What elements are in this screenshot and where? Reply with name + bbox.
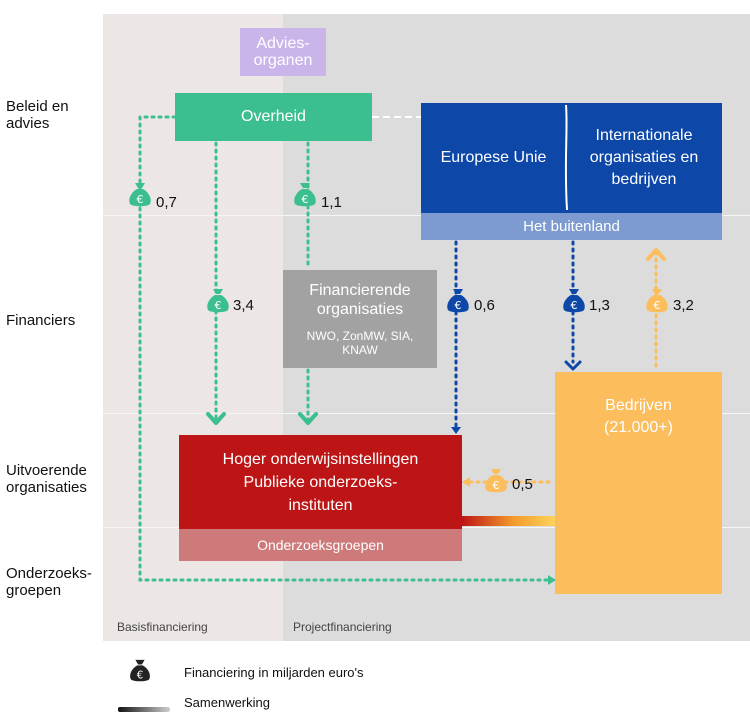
bedrijven-box: [555, 372, 722, 594]
row-label-uitvoerende: Uitvoerende organisaties: [6, 462, 87, 496]
caption-projectfinanciering: Projectfinanciering: [293, 620, 392, 634]
flow-value-label: 0,5: [512, 476, 533, 493]
overheid-box: Overheid: [175, 93, 372, 141]
flow-value-label: 3,2: [673, 297, 694, 314]
svg-text:€: €: [215, 299, 222, 312]
flow-value-label: 0,7: [156, 194, 177, 211]
adviesorganen-box: Advies- organen: [240, 28, 326, 76]
internationale-organisaties-label: Internationale organisaties en bedrijven: [589, 127, 699, 188]
eu-divider: [564, 104, 568, 211]
money-bag-icon: €: [294, 183, 316, 207]
het-buitenland-box: Het buitenland: [421, 213, 722, 240]
arrowhead: [451, 427, 461, 434]
caption-basisfinanciering: Basisfinanciering: [117, 620, 208, 634]
buitenland-top-box: [421, 103, 722, 213]
arrowhead: [548, 575, 556, 585]
svg-text:€: €: [137, 193, 144, 206]
collab-bar-hoger-bedrijven: [462, 516, 555, 526]
arrowhead: [206, 412, 226, 425]
europese-unie-label: Europese Unie: [440, 149, 547, 166]
hoger-onderwijsinstellingen-box: Hoger onderwijsinstellingen Publieke ond…: [179, 435, 462, 529]
svg-text:€: €: [493, 479, 500, 492]
arrowhead: [564, 360, 582, 371]
flow-overheid-bedrijven: [138, 115, 550, 582]
svg-text:€: €: [302, 193, 309, 206]
svg-text:€: €: [137, 670, 143, 681]
financierende-organisaties-box: [283, 270, 437, 368]
money-bag-icon: €: [563, 289, 585, 313]
row-divider: [103, 413, 750, 414]
financierende-subtitle: NWO, ZonMW, SIA, KNAW: [306, 329, 414, 357]
legend-bag-label: Financiering in miljarden euro's: [184, 665, 364, 680]
arrowhead: [646, 248, 666, 261]
row-label-beleid: Beleid en advies: [6, 98, 69, 132]
arrowhead: [462, 477, 470, 487]
flow-value-label: 1,3: [589, 297, 610, 314]
arrowhead: [298, 412, 318, 425]
svg-text:€: €: [571, 299, 578, 312]
flow-value-label: 1,1: [321, 194, 342, 211]
money-bag-icon: €: [485, 469, 507, 493]
money-bag-icon: €: [447, 289, 469, 313]
legend-money-bag-icon: €: [130, 659, 150, 682]
flow-value-label: 0,6: [474, 297, 495, 314]
money-bag-icon: €: [207, 289, 229, 313]
row-label-financiers: Financiers: [6, 312, 76, 329]
row-label-onderzoeksgroepen: Onderzoeks- groepen: [6, 565, 92, 599]
legend-collab-label: Samenwerking: [184, 695, 270, 710]
money-bag-icon: €: [129, 183, 151, 207]
onderzoeksgroepen-box: Onderzoeksgroepen: [179, 529, 462, 561]
svg-text:€: €: [455, 299, 462, 312]
flow-value-label: 3,4: [233, 297, 254, 314]
money-bag-icon: €: [646, 289, 668, 313]
legend-collab-line: [118, 707, 170, 712]
financierende-title: Financierende organisaties: [309, 282, 411, 318]
svg-text:€: €: [654, 299, 661, 312]
bedrijven-label: Bedrijven (21.000+): [604, 397, 673, 436]
